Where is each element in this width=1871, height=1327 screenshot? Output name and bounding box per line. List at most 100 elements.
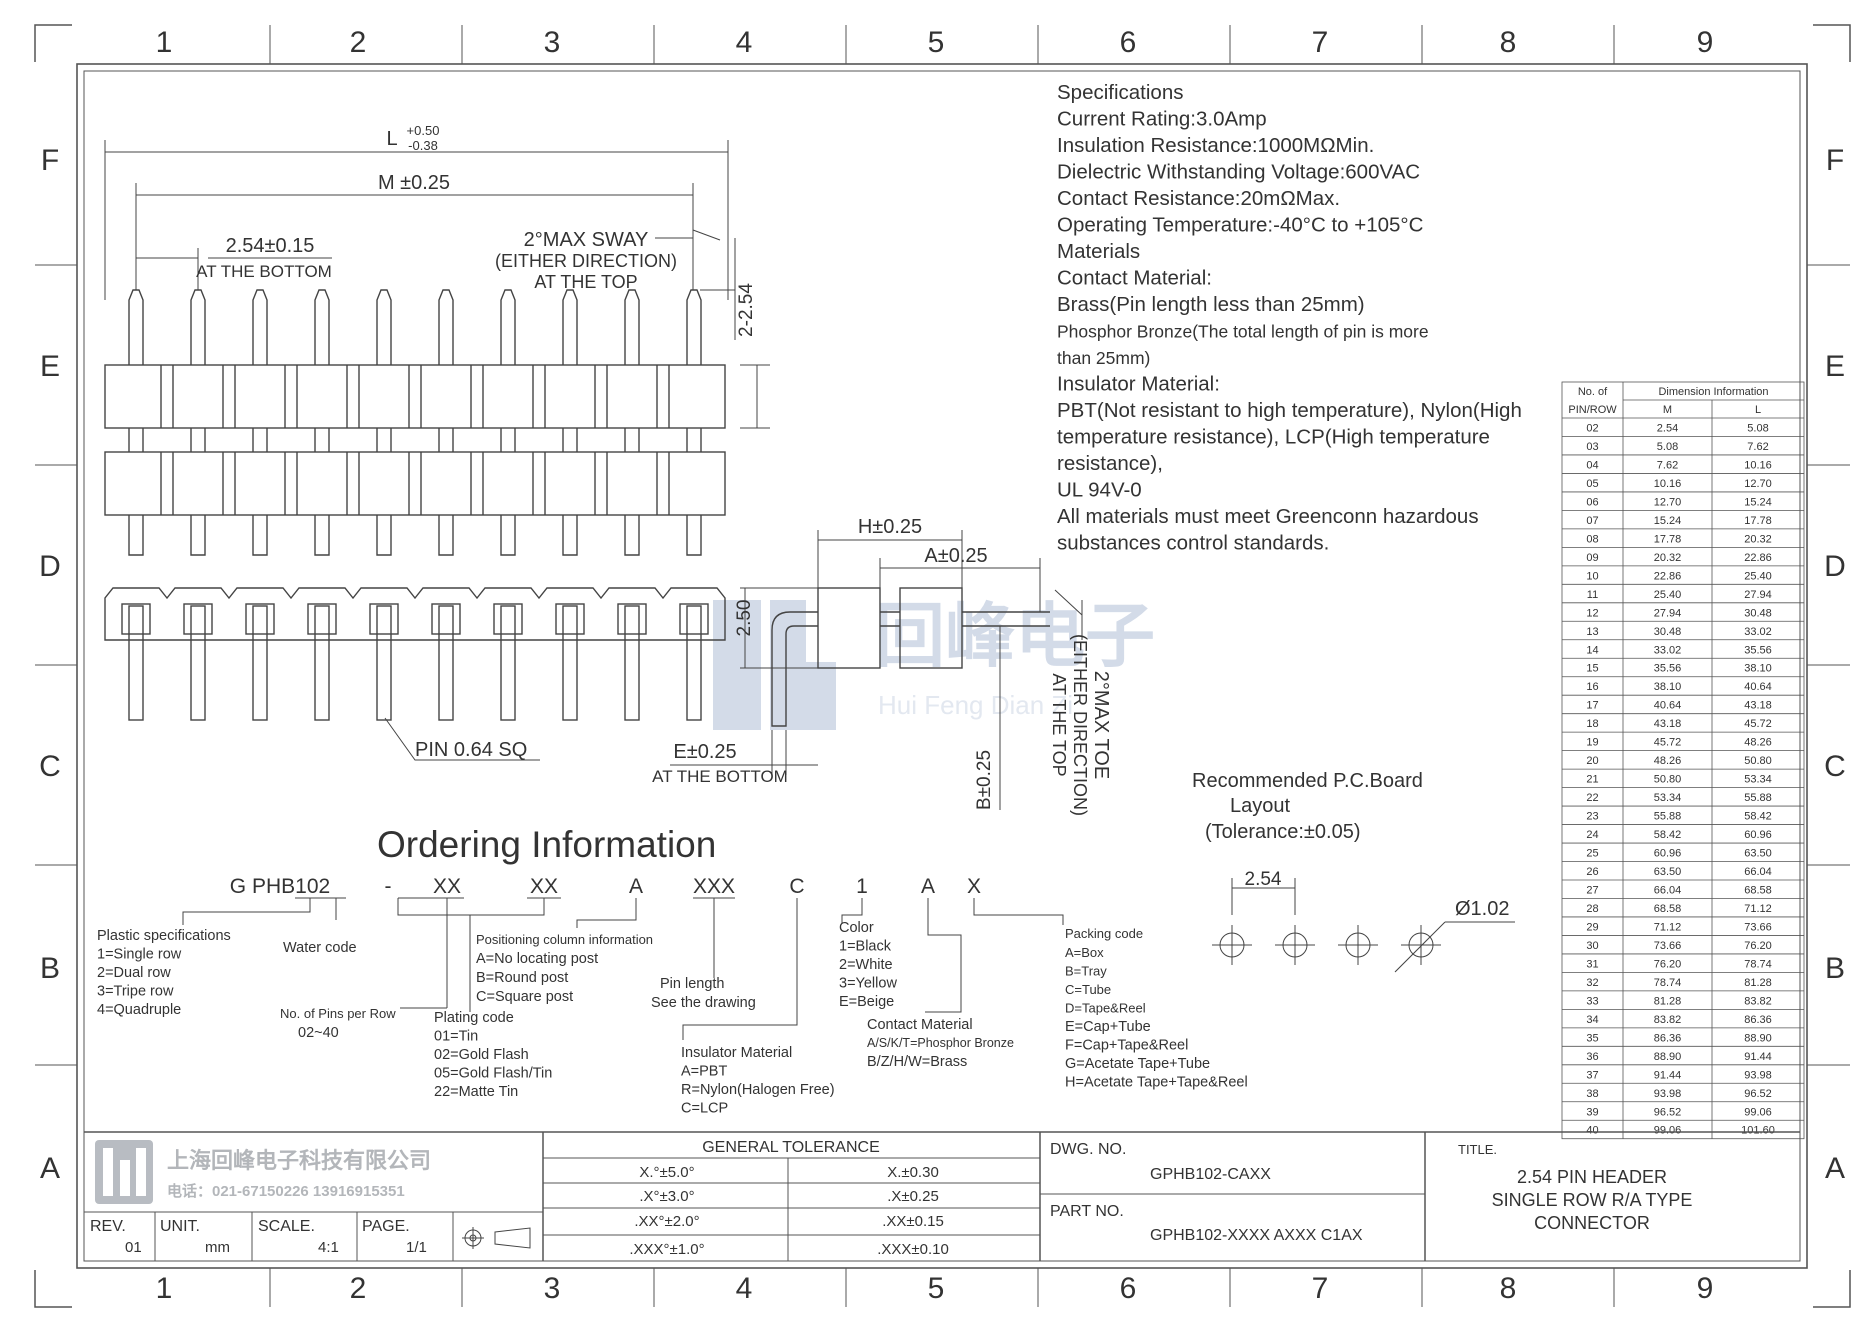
table-cell-pins: 39 — [1586, 1106, 1598, 1118]
ordering-plastic-spec: Plastic specifications — [97, 928, 231, 944]
ordering-positioning-title: Positioning column information — [476, 932, 653, 947]
code-part-3: XX — [433, 875, 461, 898]
toe-label-3: AT THE TOP — [1049, 673, 1069, 776]
toe-label-2: (EITHER DIRECTION) — [1070, 634, 1090, 816]
ordering-plastic-spec: 2=Dual row — [97, 965, 171, 981]
row-label-a: A — [40, 1152, 60, 1185]
table-header-m: M — [1663, 404, 1672, 416]
table-cell-pins: 38 — [1586, 1088, 1598, 1100]
header-pin — [438, 289, 454, 556]
table-cell-m: 45.72 — [1654, 737, 1682, 749]
dim-l-tol-minus: -0.38 — [408, 138, 438, 153]
code-part-1: G PHB102 — [230, 875, 330, 898]
tolerance-angle: .XXX°±1.0° — [629, 1241, 704, 1258]
col-label-4-bottom: 4 — [736, 1272, 753, 1305]
table-cell-pins: 25 — [1586, 848, 1598, 860]
spec-line: substances control standards. — [1057, 532, 1329, 555]
code-part-6: XXX — [693, 875, 735, 898]
pcb-title-3: (Tolerance:±0.05) — [1205, 821, 1361, 843]
spec-line: Operating Temperature:-40°C to +105°C — [1057, 214, 1424, 237]
table-cell-m: 50.80 — [1654, 774, 1682, 786]
ordering-plastic-spec: 3=Tripe row — [97, 984, 174, 1000]
ordering-contact-option: B/Z/H/W=Brass — [867, 1054, 967, 1070]
ordering-plating-code: 05=Gold Flash/Tin — [434, 1066, 552, 1082]
tolerance-title: GENERAL TOLERANCE — [702, 1139, 880, 1156]
dim-at-bottom-label: AT THE BOTTOM — [196, 262, 332, 281]
table-cell-pins: 40 — [1586, 1125, 1598, 1137]
dim-height-label: 2-2.54 — [736, 283, 757, 337]
table-cell-l: 10.16 — [1744, 459, 1772, 471]
table-cell-m: 53.34 — [1654, 792, 1682, 804]
table-cell-m: 99.06 — [1654, 1125, 1682, 1137]
front-view-drawing — [104, 289, 726, 556]
row-label-c: C — [39, 750, 61, 783]
tolerance-angle: .XX°±2.0° — [634, 1213, 699, 1230]
ordering-packing-option: D=Tape&Reel — [1065, 1001, 1146, 1016]
table-cell-l: 66.04 — [1744, 866, 1772, 878]
ordering-title: Ordering Information — [377, 824, 716, 865]
col-label-8: 8 — [1500, 26, 1517, 59]
dim-h-label: H±0.25 — [858, 516, 922, 538]
table-cell-m: 25.40 — [1654, 589, 1682, 601]
row-label-e-right: E — [1825, 350, 1845, 383]
ordering-packing-option: B=Tray — [1065, 964, 1107, 979]
watermark-en: Hui Feng Dian Zi — [878, 690, 1073, 720]
top-view-pin — [369, 603, 399, 721]
table-cell-m: 83.82 — [1654, 1014, 1682, 1026]
col-label-2: 2 — [350, 26, 367, 59]
table-header-no: No. of — [1578, 386, 1608, 398]
tolerance-angle: .X°±3.0° — [639, 1188, 694, 1205]
top-view-pin — [493, 603, 523, 721]
table-cell-pins: 37 — [1586, 1069, 1598, 1081]
table-cell-l: 7.62 — [1747, 441, 1768, 453]
page-value: 1/1 — [406, 1239, 427, 1256]
code-part-9: A — [921, 875, 935, 898]
table-cell-m: 17.78 — [1654, 533, 1682, 545]
table-cell-m: 68.58 — [1654, 903, 1682, 915]
ordering-packing-option: C=Tube — [1065, 982, 1111, 997]
pcb-hole-label: Ø1.02 — [1455, 898, 1509, 920]
spec-line: Contact Material: — [1057, 267, 1212, 290]
dim-l-tol-plus: +0.50 — [407, 123, 440, 138]
sway-label-2: (EITHER DIRECTION) — [495, 251, 677, 271]
ordering-color: 3=Yellow — [839, 976, 897, 992]
table-cell-l: 60.96 — [1744, 829, 1772, 841]
company-name: 上海回峰电子科技有限公司 — [167, 1148, 431, 1173]
ordering-water-code: Water code — [283, 940, 357, 956]
table-cell-m: 43.18 — [1654, 718, 1682, 730]
ordering-color: E=Beige — [839, 994, 894, 1010]
table-cell-l: 40.64 — [1744, 681, 1772, 693]
top-view-pin — [679, 603, 709, 721]
table-cell-l: 91.44 — [1744, 1051, 1772, 1063]
table-cell-pins: 02 — [1586, 423, 1598, 435]
table-cell-pins: 27 — [1586, 885, 1598, 897]
table-cell-m: 55.88 — [1654, 811, 1682, 823]
table-cell-m: 71.12 — [1654, 921, 1682, 933]
table-cell-pins: 33 — [1586, 995, 1598, 1007]
table-cell-l: 48.26 — [1744, 737, 1772, 749]
table-cell-pins: 21 — [1586, 774, 1598, 786]
table-header-l: L — [1755, 404, 1761, 416]
ordering-packing-option: H=Acetate Tape+Tape&Reel — [1065, 1075, 1248, 1091]
tolerance-angle: X.°±5.0° — [639, 1164, 694, 1181]
header-pin — [686, 289, 702, 556]
spec-line: Current Rating:3.0Amp — [1057, 108, 1267, 131]
table-cell-m: 30.48 — [1654, 626, 1682, 638]
dim-l-label: L — [386, 128, 397, 150]
pcb-title-2: Layout — [1230, 795, 1290, 817]
table-cell-m: 91.44 — [1654, 1069, 1682, 1081]
table-cell-pins: 31 — [1586, 958, 1598, 970]
table-cell-l: 45.72 — [1744, 718, 1772, 730]
code-part-4: XX — [530, 875, 558, 898]
dim-b-label: B±0.25 — [974, 750, 995, 810]
spec-line: resistance), — [1057, 452, 1163, 475]
side-view-drawing — [771, 587, 1050, 727]
table-cell-l: 83.82 — [1744, 995, 1772, 1007]
row-label-e: E — [40, 350, 60, 383]
unit-label: UNIT. — [160, 1218, 200, 1235]
title-block — [84, 1131, 1800, 1261]
row-label-f-right: F — [1826, 144, 1844, 177]
ordering-pin-length-note: See the drawing — [651, 995, 756, 1011]
ordering-plating-code: 22=Matte Tin — [434, 1084, 518, 1100]
